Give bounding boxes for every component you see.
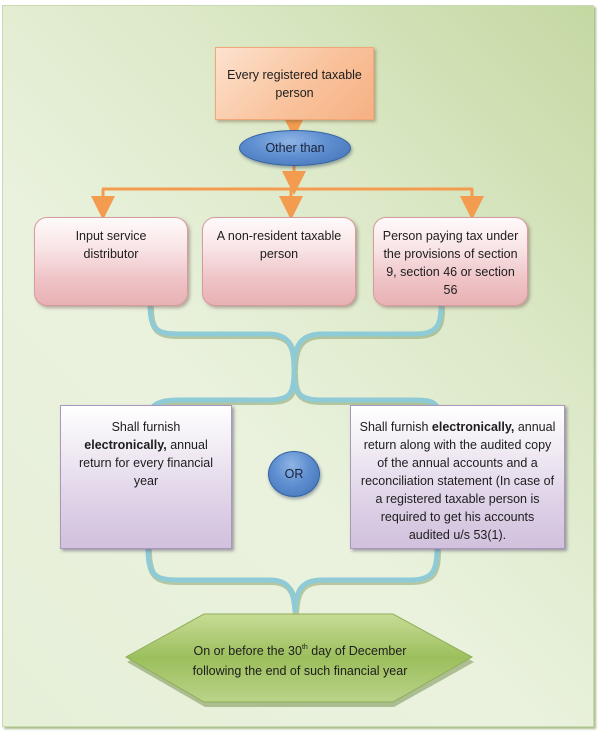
deadline-text: On or before the 30th day of December fo… bbox=[124, 612, 476, 710]
deadline-line1-post: day of December bbox=[307, 644, 407, 658]
deadline-line1-pre: On or before the 30 bbox=[193, 644, 302, 658]
option-text-bold: electronically, bbox=[84, 438, 167, 452]
category-text: Person paying tax under the provisions o… bbox=[382, 229, 519, 297]
deadline-hexagon: On or before the 30th day of December fo… bbox=[124, 612, 476, 710]
top-node-registered-taxable-person: Every registered taxable person bbox=[215, 47, 374, 120]
option-text: Shall furnish electronically, annual ret… bbox=[359, 418, 556, 544]
deadline-line1-sup: th bbox=[301, 644, 308, 651]
category-box-section-9-46-56: Person paying tax under the provisions o… bbox=[373, 217, 528, 306]
category-text: A non-resident taxable person bbox=[216, 229, 342, 261]
other-than-label: Other than bbox=[265, 141, 325, 155]
other-than-ellipse: Other than bbox=[239, 130, 351, 166]
option-box-audited-return: Shall furnish electronically, annual ret… bbox=[350, 405, 565, 549]
category-box-non-resident: A non-resident taxable person bbox=[202, 217, 356, 306]
option-text-bold: electronically, bbox=[431, 420, 515, 434]
or-label: OR bbox=[284, 467, 304, 481]
brace-bottom bbox=[145, 546, 440, 613]
or-ellipse: OR bbox=[268, 451, 320, 497]
option-text-suffix: annual return for every financial year bbox=[78, 438, 214, 488]
top-node-text: Every registered taxable person bbox=[227, 67, 362, 100]
category-text: Input service distributor bbox=[75, 229, 147, 261]
option-text-prefix: Shall furnish bbox=[359, 420, 432, 434]
option-box-annual-return: Shall furnish electronically, annual ret… bbox=[60, 405, 232, 549]
category-box-input-service-distributor: Input service distributor bbox=[34, 217, 188, 306]
option-text: Shall furnish electronically, annual ret… bbox=[69, 418, 223, 490]
deadline-line2: following the end of such financial year bbox=[192, 664, 408, 678]
option-text-suffix: annual return along with the audited cop… bbox=[360, 420, 556, 542]
hexagon-shape bbox=[124, 613, 474, 707]
option-text-prefix: Shall furnish bbox=[111, 420, 181, 434]
